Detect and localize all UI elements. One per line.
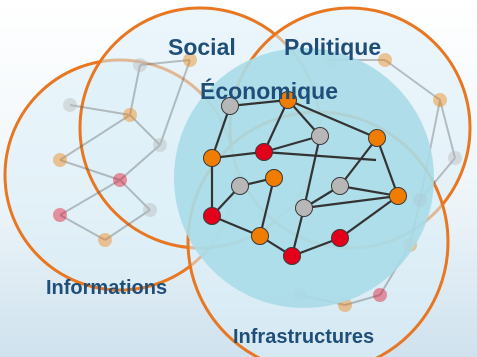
node — [265, 169, 283, 187]
node — [368, 129, 386, 147]
node — [331, 229, 349, 247]
node — [251, 227, 269, 245]
node — [283, 247, 301, 265]
node — [389, 187, 407, 205]
node — [203, 149, 221, 167]
label-social: Social — [168, 34, 236, 60]
node — [331, 177, 349, 195]
node — [255, 143, 273, 161]
node — [221, 97, 239, 115]
node — [279, 91, 297, 109]
node — [311, 127, 329, 145]
label-informations: Informations — [46, 277, 168, 299]
node — [231, 177, 249, 195]
label-economique: Économique — [200, 78, 339, 104]
central-nodes — [203, 91, 407, 265]
circle-economique — [174, 48, 434, 308]
node — [203, 207, 221, 225]
node — [295, 199, 313, 217]
label-infrastructures: Infrastructures — [233, 326, 375, 348]
label-politique: Politique — [284, 34, 382, 60]
